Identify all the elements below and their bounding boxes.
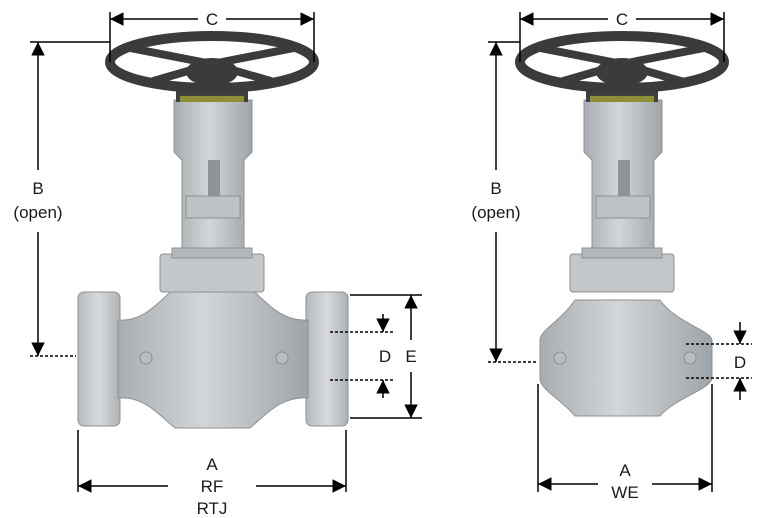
right-bonnet bbox=[569, 253, 675, 293]
left-outlet-flange bbox=[305, 291, 349, 427]
left-dimension-c-label: C bbox=[206, 10, 218, 29]
right-dimension-b-label: B bbox=[490, 179, 501, 198]
left-dimension-a-rtj: RTJ bbox=[197, 499, 228, 518]
left-dimension-a-rf: RF bbox=[201, 477, 224, 496]
right-dimension-a-we: WE bbox=[611, 483, 638, 502]
right-dimension-a-label: A bbox=[619, 461, 631, 480]
left-dimensions bbox=[30, 12, 422, 493]
right-dimensions bbox=[488, 12, 752, 492]
right-dimension-c-label: C bbox=[616, 10, 628, 29]
right-handwheel bbox=[515, 31, 729, 93]
left-handwheel bbox=[105, 31, 319, 93]
left-valve-body bbox=[117, 287, 309, 429]
left-valve bbox=[77, 31, 349, 429]
left-inlet-flange bbox=[77, 291, 121, 427]
left-dimension-d-label: D bbox=[379, 347, 391, 366]
left-dimension-e-label: E bbox=[405, 347, 416, 366]
left-bonnet bbox=[159, 253, 265, 293]
right-valve bbox=[515, 31, 729, 417]
left-dimension-b-label: B bbox=[32, 179, 43, 198]
right-dimension-d-label: D bbox=[734, 353, 746, 372]
left-dimension-b-note: (open) bbox=[13, 203, 62, 222]
right-dimension-b-note: (open) bbox=[471, 203, 520, 222]
left-dimension-a-label: A bbox=[206, 455, 218, 474]
